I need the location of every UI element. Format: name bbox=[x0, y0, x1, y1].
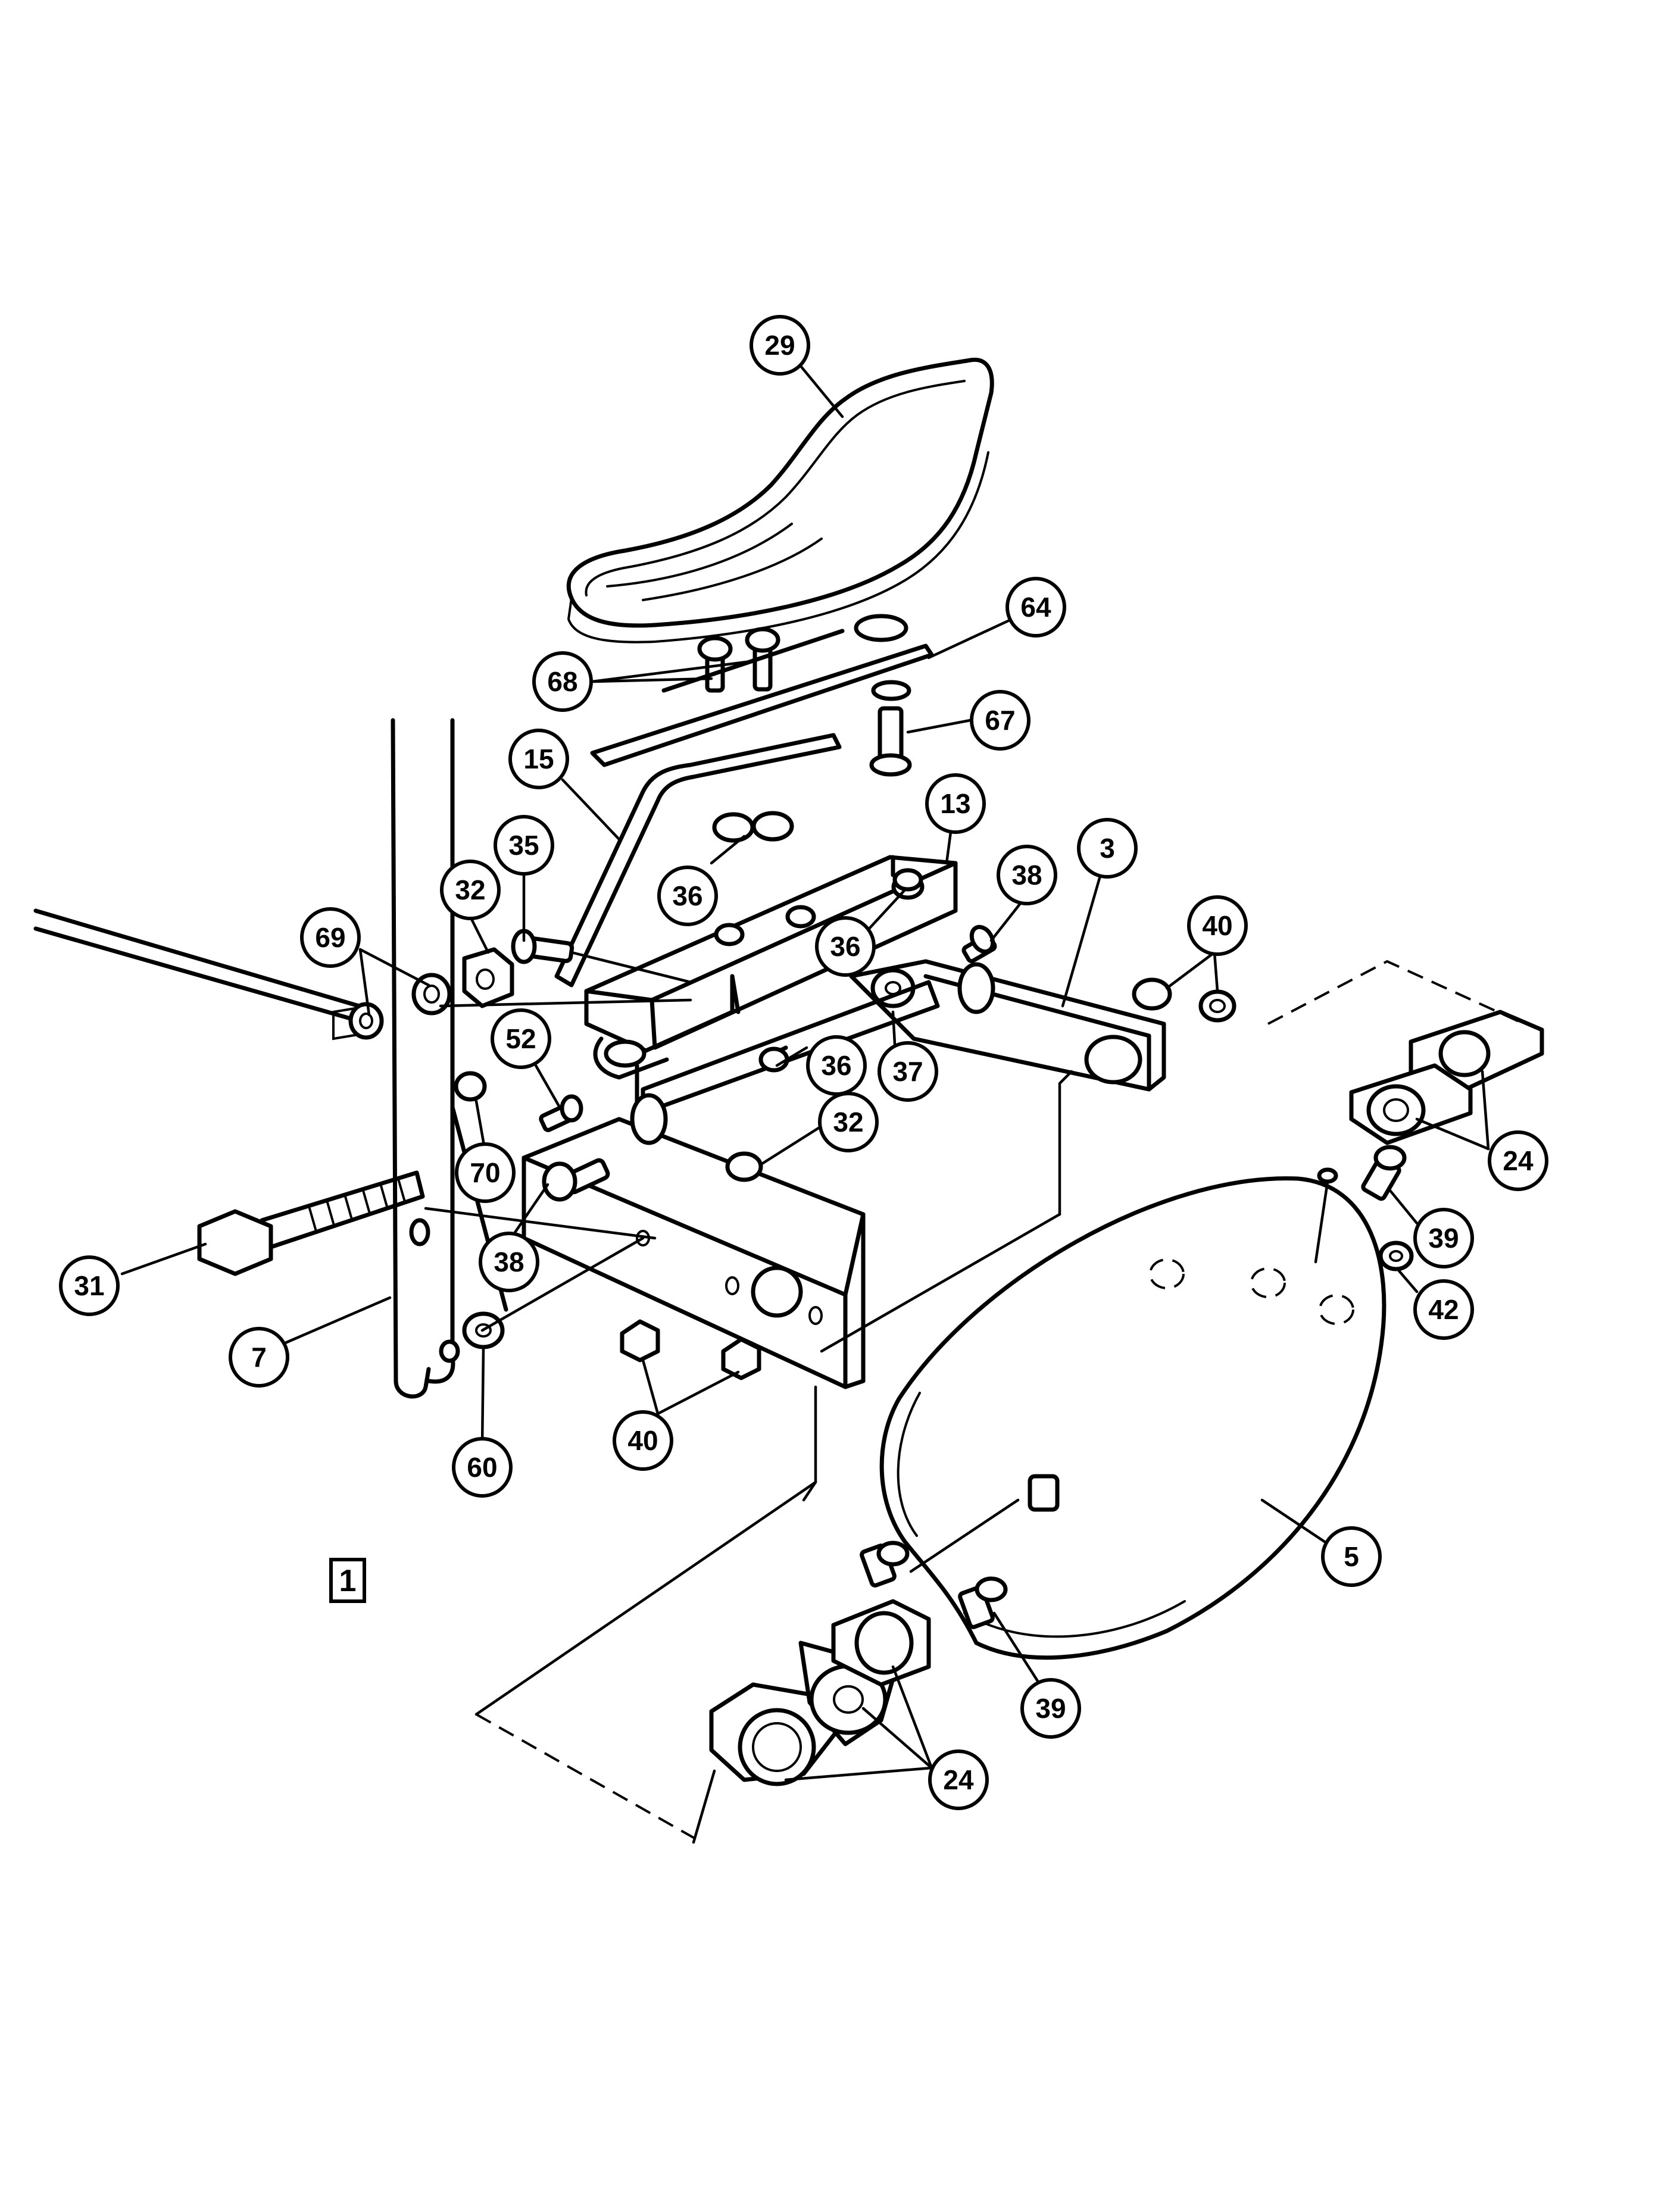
callout-label: 13 bbox=[940, 788, 970, 819]
callout-38-lower: 38 bbox=[479, 1232, 539, 1292]
callout-label: 67 bbox=[985, 705, 1015, 736]
callout-leaders bbox=[120, 364, 1490, 1782]
callout-label: 36 bbox=[830, 931, 860, 962]
figure-number: 1 bbox=[329, 1558, 366, 1603]
figure-number-label: 1 bbox=[339, 1564, 357, 1598]
callout-36-right: 36 bbox=[815, 916, 876, 977]
callout-37: 37 bbox=[878, 1041, 938, 1102]
callout-52: 52 bbox=[491, 1008, 551, 1069]
callout-label: 29 bbox=[764, 330, 795, 361]
callout-label: 24 bbox=[943, 1764, 974, 1795]
callout-35: 35 bbox=[494, 815, 554, 876]
callout-32-upper: 32 bbox=[440, 860, 501, 920]
callout-label: 70 bbox=[470, 1157, 500, 1188]
side-bar-part bbox=[849, 959, 1166, 1216]
callout-label: 36 bbox=[672, 880, 702, 911]
callout-13: 13 bbox=[925, 773, 986, 834]
callout-label: 39 bbox=[1035, 1693, 1066, 1724]
callout-39-lower: 39 bbox=[1020, 1678, 1081, 1739]
seat-frame-part bbox=[554, 733, 842, 988]
callout-label: 42 bbox=[1428, 1294, 1459, 1325]
assembly-lines bbox=[424, 951, 1061, 1716]
callout-60: 60 bbox=[452, 1437, 513, 1498]
callout-label: 69 bbox=[315, 922, 345, 953]
front-bar-part bbox=[522, 1093, 866, 1502]
callout-label: 32 bbox=[833, 1107, 863, 1138]
callout-label: 35 bbox=[508, 830, 539, 861]
callout-label: 37 bbox=[892, 1056, 923, 1087]
callout-36-top: 36 bbox=[657, 866, 718, 926]
callout-39-upper: 39 bbox=[1413, 1208, 1474, 1268]
callout-31: 31 bbox=[59, 1255, 120, 1316]
callout-label: 36 bbox=[821, 1050, 851, 1081]
callout-69: 69 bbox=[300, 907, 361, 968]
callout-label: 24 bbox=[1503, 1145, 1534, 1176]
callout-15: 15 bbox=[508, 729, 569, 789]
callout-24-upper: 24 bbox=[1488, 1130, 1548, 1191]
callouts: 29 64 68 67 15 13 3 35 38 40 32 36 36 69… bbox=[59, 315, 1548, 1810]
callout-7: 7 bbox=[229, 1327, 289, 1388]
seat-part bbox=[566, 357, 994, 643]
callout-label: 5 bbox=[1344, 1541, 1359, 1572]
roller-drum-part bbox=[879, 1167, 1387, 1660]
seat-plate-part bbox=[590, 614, 934, 777]
callout-38-upper: 38 bbox=[997, 845, 1057, 905]
callout-68: 68 bbox=[532, 651, 593, 712]
callout-label: 68 bbox=[547, 666, 577, 697]
callout-label: 60 bbox=[467, 1452, 497, 1483]
callout-40-upper: 40 bbox=[1187, 895, 1248, 956]
callout-70: 70 bbox=[455, 1142, 516, 1203]
callout-5: 5 bbox=[1321, 1526, 1382, 1587]
callout-label: 15 bbox=[523, 743, 554, 774]
callout-label: 39 bbox=[1428, 1223, 1459, 1254]
parts-drawing bbox=[33, 357, 1544, 1844]
callout-label: 40 bbox=[1202, 910, 1232, 941]
callout-32-lower: 32 bbox=[818, 1092, 879, 1152]
callout-label: 31 bbox=[74, 1270, 104, 1301]
callout-64: 64 bbox=[1005, 577, 1066, 638]
nut-cluster-part bbox=[712, 811, 923, 892]
callout-label: 52 bbox=[505, 1023, 536, 1054]
callout-29: 29 bbox=[750, 315, 810, 376]
callout-42: 42 bbox=[1413, 1279, 1474, 1340]
upper-bearing-part bbox=[1267, 960, 1544, 1271]
callout-24-lower: 24 bbox=[928, 1749, 989, 1810]
callout-3: 3 bbox=[1077, 818, 1138, 879]
callout-label: 64 bbox=[1020, 592, 1051, 623]
callout-label: 38 bbox=[1011, 860, 1042, 891]
small-fasteners bbox=[197, 924, 1236, 1380]
lower-bearing-part bbox=[476, 1498, 1020, 1844]
callout-36-lower: 36 bbox=[806, 1035, 867, 1096]
callout-label: 3 bbox=[1100, 833, 1115, 864]
callout-label: 32 bbox=[455, 874, 485, 905]
callout-67: 67 bbox=[970, 690, 1031, 751]
callout-40-lower: 40 bbox=[613, 1410, 673, 1471]
callout-label: 7 bbox=[251, 1342, 267, 1373]
callout-label: 40 bbox=[627, 1425, 658, 1456]
callout-label: 38 bbox=[494, 1246, 524, 1277]
